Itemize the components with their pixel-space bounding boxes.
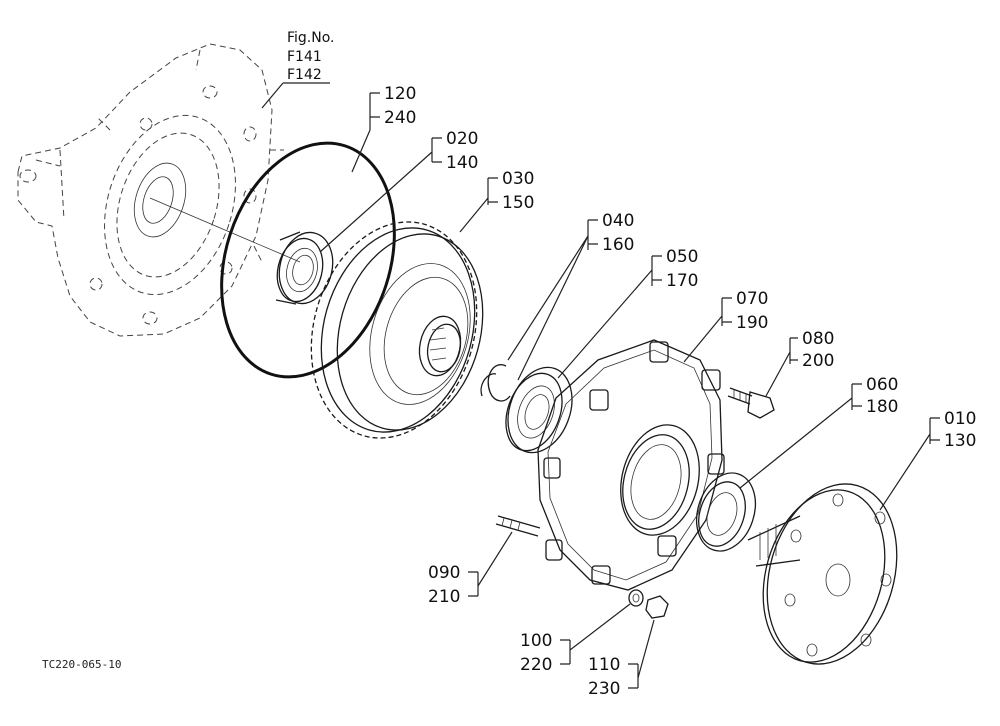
callout-code: 180 — [866, 397, 898, 417]
callout-code: 160 — [602, 235, 634, 255]
fig-heading: Fig.No. — [287, 30, 335, 46]
bolt-part — [727, 387, 775, 419]
drawing-code: TC220-065-10 — [42, 658, 121, 671]
callout-code: 030 — [502, 169, 534, 189]
callout-code: 120 — [384, 84, 416, 104]
figure-reference: Fig.No. F141 F142 — [287, 30, 335, 83]
washer-nut-parts — [628, 589, 669, 619]
axle-flange-part — [747, 483, 898, 665]
fig-ref-2: F142 — [287, 67, 322, 83]
callout-code: 110 — [588, 655, 620, 675]
callout-100: 100 220 — [520, 631, 552, 675]
callout-030: 030 150 — [502, 169, 534, 213]
callout-code: 170 — [666, 271, 698, 291]
callout-050: 050 170 — [666, 247, 698, 291]
callout-code: 080 — [802, 329, 834, 349]
callout-code: 010 — [944, 409, 976, 429]
callout-090: 090 210 — [428, 563, 460, 607]
callout-code: 200 — [802, 351, 834, 371]
oil-seal-part — [695, 472, 757, 552]
stud-part — [495, 515, 541, 537]
cover-plate-part — [537, 339, 725, 591]
callout-120: 120 240 — [384, 84, 416, 128]
callout-code: 100 — [520, 631, 552, 651]
callout-code: 050 — [666, 247, 698, 267]
callout-code: 040 — [602, 211, 634, 231]
callout-070: 070 190 — [736, 289, 768, 333]
callout-code: 150 — [502, 193, 534, 213]
spur-gear-part — [310, 221, 484, 439]
callout-code: 060 — [866, 375, 898, 395]
callout-060: 060 180 — [866, 375, 898, 417]
phantom-housing — [17, 43, 301, 337]
callout-code: 240 — [384, 108, 416, 128]
callout-code: 140 — [446, 153, 478, 173]
callout-110: 110 230 — [588, 655, 620, 699]
callout-code: 020 — [446, 129, 478, 149]
snap-rings-part — [480, 364, 511, 402]
leader-lines — [261, 82, 940, 689]
callout-080: 080 200 — [802, 329, 834, 371]
callout-020: 020 140 — [446, 129, 478, 173]
callout-040: 040 160 — [602, 211, 634, 255]
callout-code: 230 — [588, 679, 620, 699]
callout-code: 220 — [520, 655, 552, 675]
callout-code: 070 — [736, 289, 768, 309]
callout-code: 130 — [944, 431, 976, 451]
callout-code: 190 — [736, 313, 768, 333]
outer-bearing-part — [505, 366, 573, 454]
callout-code: 210 — [428, 587, 460, 607]
callout-code: 090 — [428, 563, 460, 583]
callout-010: 010 130 — [944, 409, 976, 451]
inner-bearing-part — [275, 231, 334, 305]
o-ring-part — [220, 141, 396, 379]
fig-ref-1: F141 — [287, 49, 322, 65]
